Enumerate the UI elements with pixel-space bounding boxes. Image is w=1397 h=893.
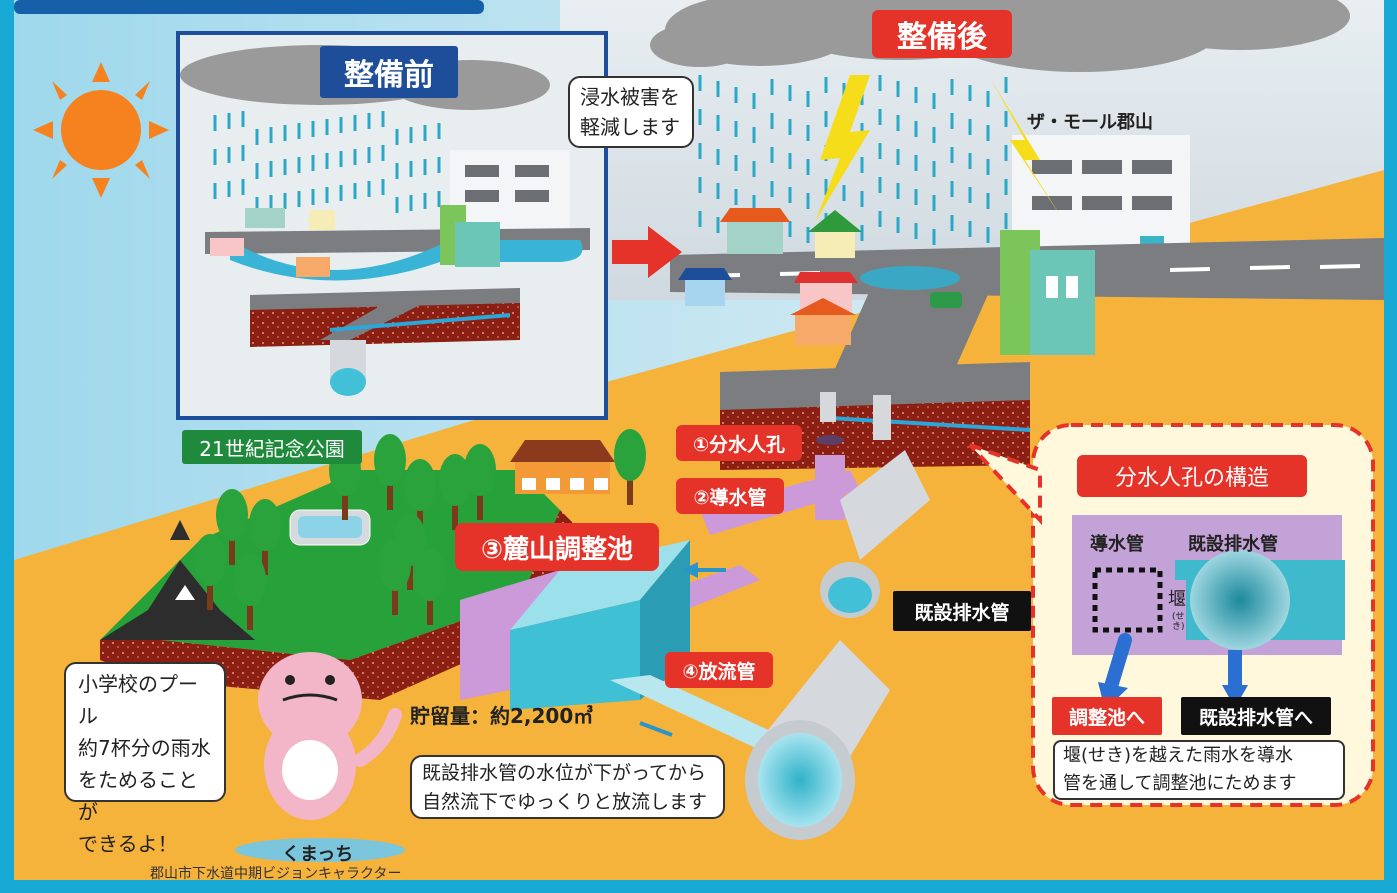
tower-buildings [1000,230,1095,355]
kumacchi-line-1: 小学校のプール [78,672,198,728]
conduit-label: ②導水管 [676,478,784,514]
tree-trunk [427,595,433,625]
park-label: 21世紀記念公園 [182,430,362,464]
structure-conduit-label: 導水管 [1090,534,1144,555]
character-caption: 郡山市下水道中期ビジョンキャラクター [150,866,402,882]
weir-label: 堰 [1168,589,1186,610]
to-pond-label: 調整池へ [1052,697,1162,735]
tree-trunk [392,585,398,615]
kumacchi-character [235,652,405,862]
discharge-note: 既設排水管の水位が下がってから 自然流下でゆっくりと放流します [410,755,725,819]
tree-crown [234,554,266,606]
tree-trunk [247,600,253,630]
tree-trunk [407,560,413,590]
tree-trunk [477,490,483,520]
discharge-line-2: 自然流下でゆっくりと放流します [422,791,708,813]
before-title: 整備前 [320,46,458,98]
tree-crown [439,454,471,506]
top-banner [14,0,484,14]
existing-pipe-label: 既設排水管 [893,591,1031,631]
existing-pipe [745,450,930,840]
manhole-label: ①分水人孔 [676,425,802,461]
kumacchi-bubble: 小学校のプール 約7杯分の雨水 をためることが できるよ！ [64,662,226,856]
after-title: 整備後 [872,10,1012,58]
structure-note-line-1: 堰(せき)を越えた雨水を導水 [1063,745,1294,766]
tree-crown [194,534,226,586]
sun-icon [33,62,169,198]
tree-trunk [229,535,235,565]
tree-trunk [342,490,348,520]
reduce-line-1: 浸水被害を [580,85,680,109]
reduce-bubble: 浸水被害を 軽減します [568,76,694,148]
tree-trunk [627,475,633,505]
pond-label: ③麓山調整池 [455,523,659,571]
storage-volume: 貯留量：約2,200㎥ [410,704,594,728]
kumacchi-line-3: をためることが [78,768,198,824]
tree-crown [216,489,248,541]
tree-crown [374,434,406,486]
tree-trunk [452,500,458,530]
kumacchi-line-4: できるよ！ [78,832,178,856]
storage-pond [510,600,640,710]
tree-crown [379,539,411,591]
reduce-line-2: 軽減します [580,115,680,139]
house-icon [678,208,862,345]
character-name: くまっち [282,844,354,865]
kumacchi-line-2: 約7杯分の雨水 [78,736,211,760]
to-existing-label: 既設排水管へ [1181,697,1331,735]
structure-note-line-2: 管を通して調整池にためます [1063,773,1297,794]
tree-crown [404,459,436,511]
car-icon [930,292,962,308]
tree-trunk [387,480,393,510]
outflow-pipe [610,675,790,750]
tree-crown [414,549,446,601]
tree-trunk [262,545,268,575]
red-arrow [612,226,682,278]
tree-crown [614,429,646,481]
discharge-line-1: 既設排水管の水位が下がってから [422,762,707,784]
mall-label: ザ・モール郡山 [1027,112,1153,133]
structure-existing-label: 既設排水管 [1188,534,1278,555]
weir-reading: (せき) [1172,612,1185,632]
structure-title: 分水人孔の構造 [1077,455,1307,497]
mall-building [1012,135,1190,257]
tree-crown [464,444,496,496]
outflow-label: ④放流管 [665,652,773,688]
tree-crown [249,499,281,551]
tree-trunk [207,580,213,610]
structure-note: 堰(せき)を越えた雨水を導水 管を通して調整池にためます [1053,740,1345,800]
